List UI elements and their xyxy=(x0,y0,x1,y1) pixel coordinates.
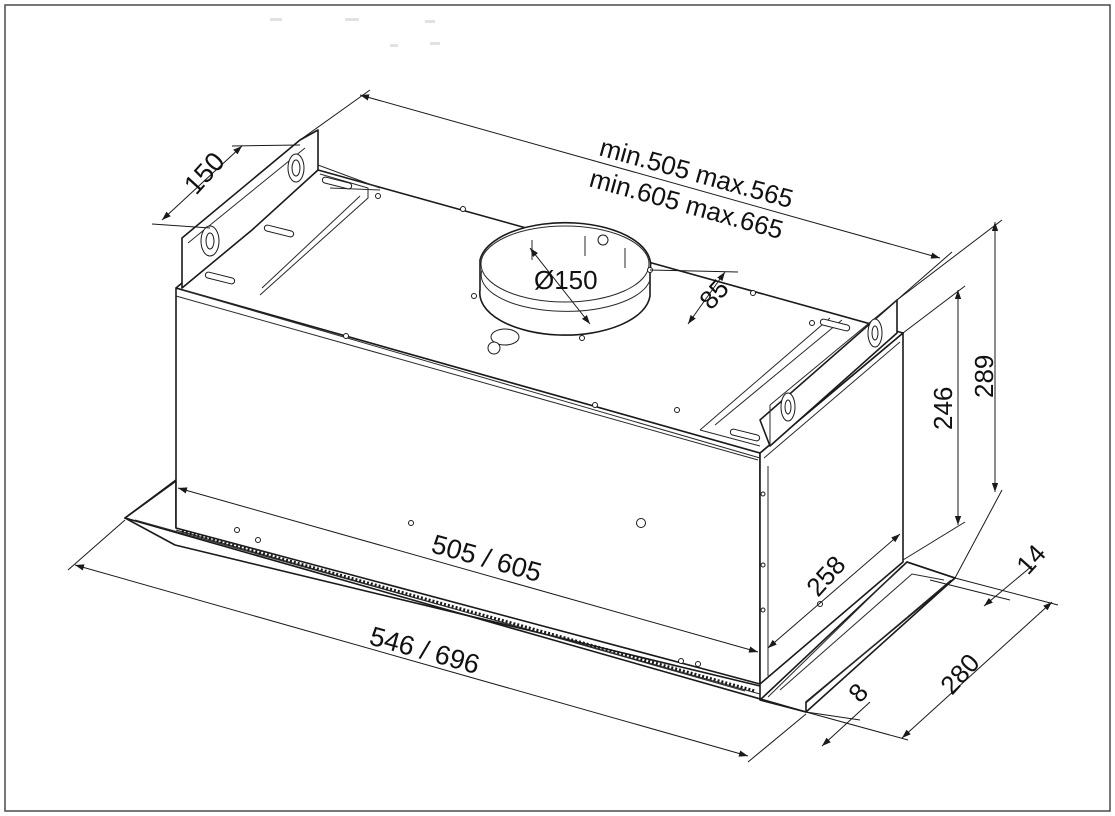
dimension-duct-offset xyxy=(649,269,739,325)
dimension-body-depth xyxy=(767,533,901,649)
label-panel-width: 546 / 696 xyxy=(366,621,483,680)
drawing-frame xyxy=(4,4,1111,812)
dimension-total-height xyxy=(896,219,1003,579)
label-panel-offset: 14 xyxy=(1010,538,1052,580)
dimension-duct-diameter xyxy=(529,247,591,325)
right-bracket xyxy=(699,299,898,447)
left-bracket xyxy=(181,129,381,296)
dimension-body-height xyxy=(902,285,966,561)
label-panel-depth: 280 xyxy=(934,648,985,700)
label-duct-diameter: Ø150 xyxy=(534,265,598,295)
dimension-panel-depth xyxy=(805,577,1059,741)
faint-marks xyxy=(270,18,440,47)
dimension-panel-width xyxy=(67,519,807,763)
dimension-panel-offset xyxy=(929,565,1033,607)
dimension-bracket-height xyxy=(151,144,301,229)
dimension-panel-thickness xyxy=(805,701,871,747)
label-bracket-height: 150 xyxy=(178,146,230,200)
label-total-height: 289 xyxy=(969,355,999,398)
label-body-height: 246 xyxy=(928,387,958,430)
dimension-width-range xyxy=(299,89,953,301)
label-panel-thickness: 8 xyxy=(842,677,874,708)
